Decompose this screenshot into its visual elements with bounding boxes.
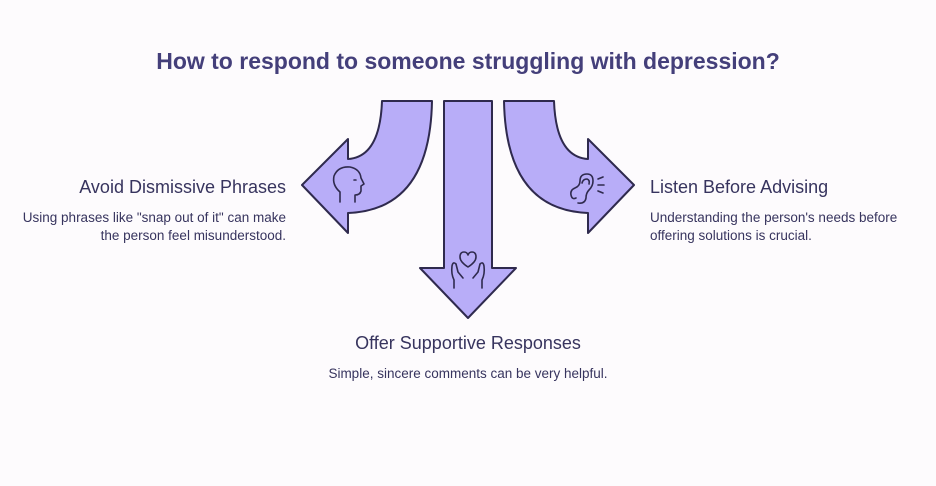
item-description: Simple, sincere comments can be very hel… [328, 366, 608, 381]
item-avoid-dismissive-phrases: Avoid Dismissive Phrases Using phrases l… [6, 176, 286, 245]
hands-heart-icon [450, 251, 486, 289]
page-title: How to respond to someone struggling wit… [156, 48, 780, 74]
head-profile-icon [332, 166, 365, 203]
item-description: Using phrases like "snap out of it" can … [22, 210, 286, 243]
item-offer-supportive-responses: Offer Supportive Responses Simple, since… [318, 332, 618, 383]
arrow-right [503, 100, 635, 234]
item-listen-before-advising: Listen Before Advising Understanding the… [650, 176, 930, 245]
item-heading: Avoid Dismissive Phrases [79, 177, 286, 197]
item-heading: Offer Supportive Responses [355, 333, 581, 353]
item-description: Understanding the person's needs before … [650, 210, 898, 243]
arrow-left [301, 100, 433, 234]
ear-listening-icon [570, 173, 605, 204]
item-heading: Listen Before Advising [650, 177, 829, 197]
arrow-center [419, 100, 517, 319]
